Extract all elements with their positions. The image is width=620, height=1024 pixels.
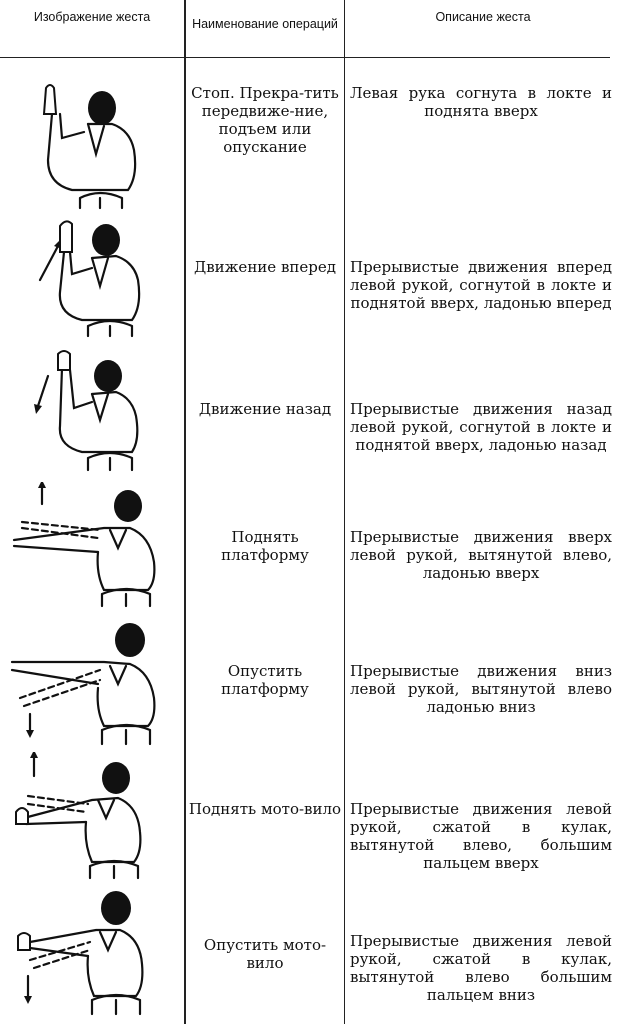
table-row: Стоп. Прекра-тить передвиже-ние, подъем … [0, 70, 620, 210]
gesture-description: Прерывистые движения вниз левой рукой, в… [350, 662, 612, 716]
operation-label: Опустить платформу [221, 662, 309, 698]
gesture-lower-platform-figure [0, 622, 180, 752]
operation-label: Поднять мото-вило [188, 800, 342, 818]
operation-label: Движение назад [198, 400, 332, 418]
gesture-stop-figure [0, 80, 180, 210]
table-row: Опустить платформу Прерывистые движения … [0, 614, 620, 746]
operation-label: Движение вперед [194, 258, 336, 276]
gesture-description: Прерывистые движения вверх левой рукой, … [350, 528, 612, 582]
gesture-description: Прерывистые движения вперед левой рукой,… [350, 258, 612, 312]
header-description-column: Описание жеста [435, 10, 531, 24]
operation-label: Стоп. Прекра-тить передвиже-ние, подъем … [191, 84, 339, 156]
header-divider [0, 57, 610, 58]
operation-label: Поднять платформу [221, 528, 309, 564]
table-row: Поднять мото-вило Прерывистые движения л… [0, 748, 620, 888]
gesture-backward-figure [0, 346, 180, 476]
header-image-column: Изобрaжение жеста [33, 10, 151, 24]
gesture-description: Левая рука согнута в локте и поднята вве… [350, 84, 612, 120]
table-row: Поднять платформу Прерывистые движения в… [0, 480, 620, 614]
gesture-description: Прерывистые движения назад левой рукой, … [350, 400, 612, 454]
gesture-lower-winch-figure [0, 890, 180, 1020]
gesture-raise-winch-figure [0, 750, 180, 882]
gesture-description: Прерывистые движения левой рукой, сжатой… [350, 800, 612, 872]
column-divider-1 [184, 0, 186, 1024]
gesture-raise-platform-figure [0, 480, 180, 612]
table-row: Движение назад Прерывистые движения наза… [0, 342, 620, 482]
gesture-description: Прерывистые движения левой рукой, сжатой… [350, 932, 612, 1004]
operation-label: Опустить мото-вило [203, 936, 327, 972]
header-operation-column: Наименование операций [192, 17, 338, 31]
column-divider-2 [344, 0, 345, 1024]
gesture-forward-figure [0, 212, 180, 342]
table-row: Опустить мото-вило Прерывистые движения … [0, 888, 620, 1024]
table-row: Движение вперед Прерывистые движения впе… [0, 212, 620, 342]
